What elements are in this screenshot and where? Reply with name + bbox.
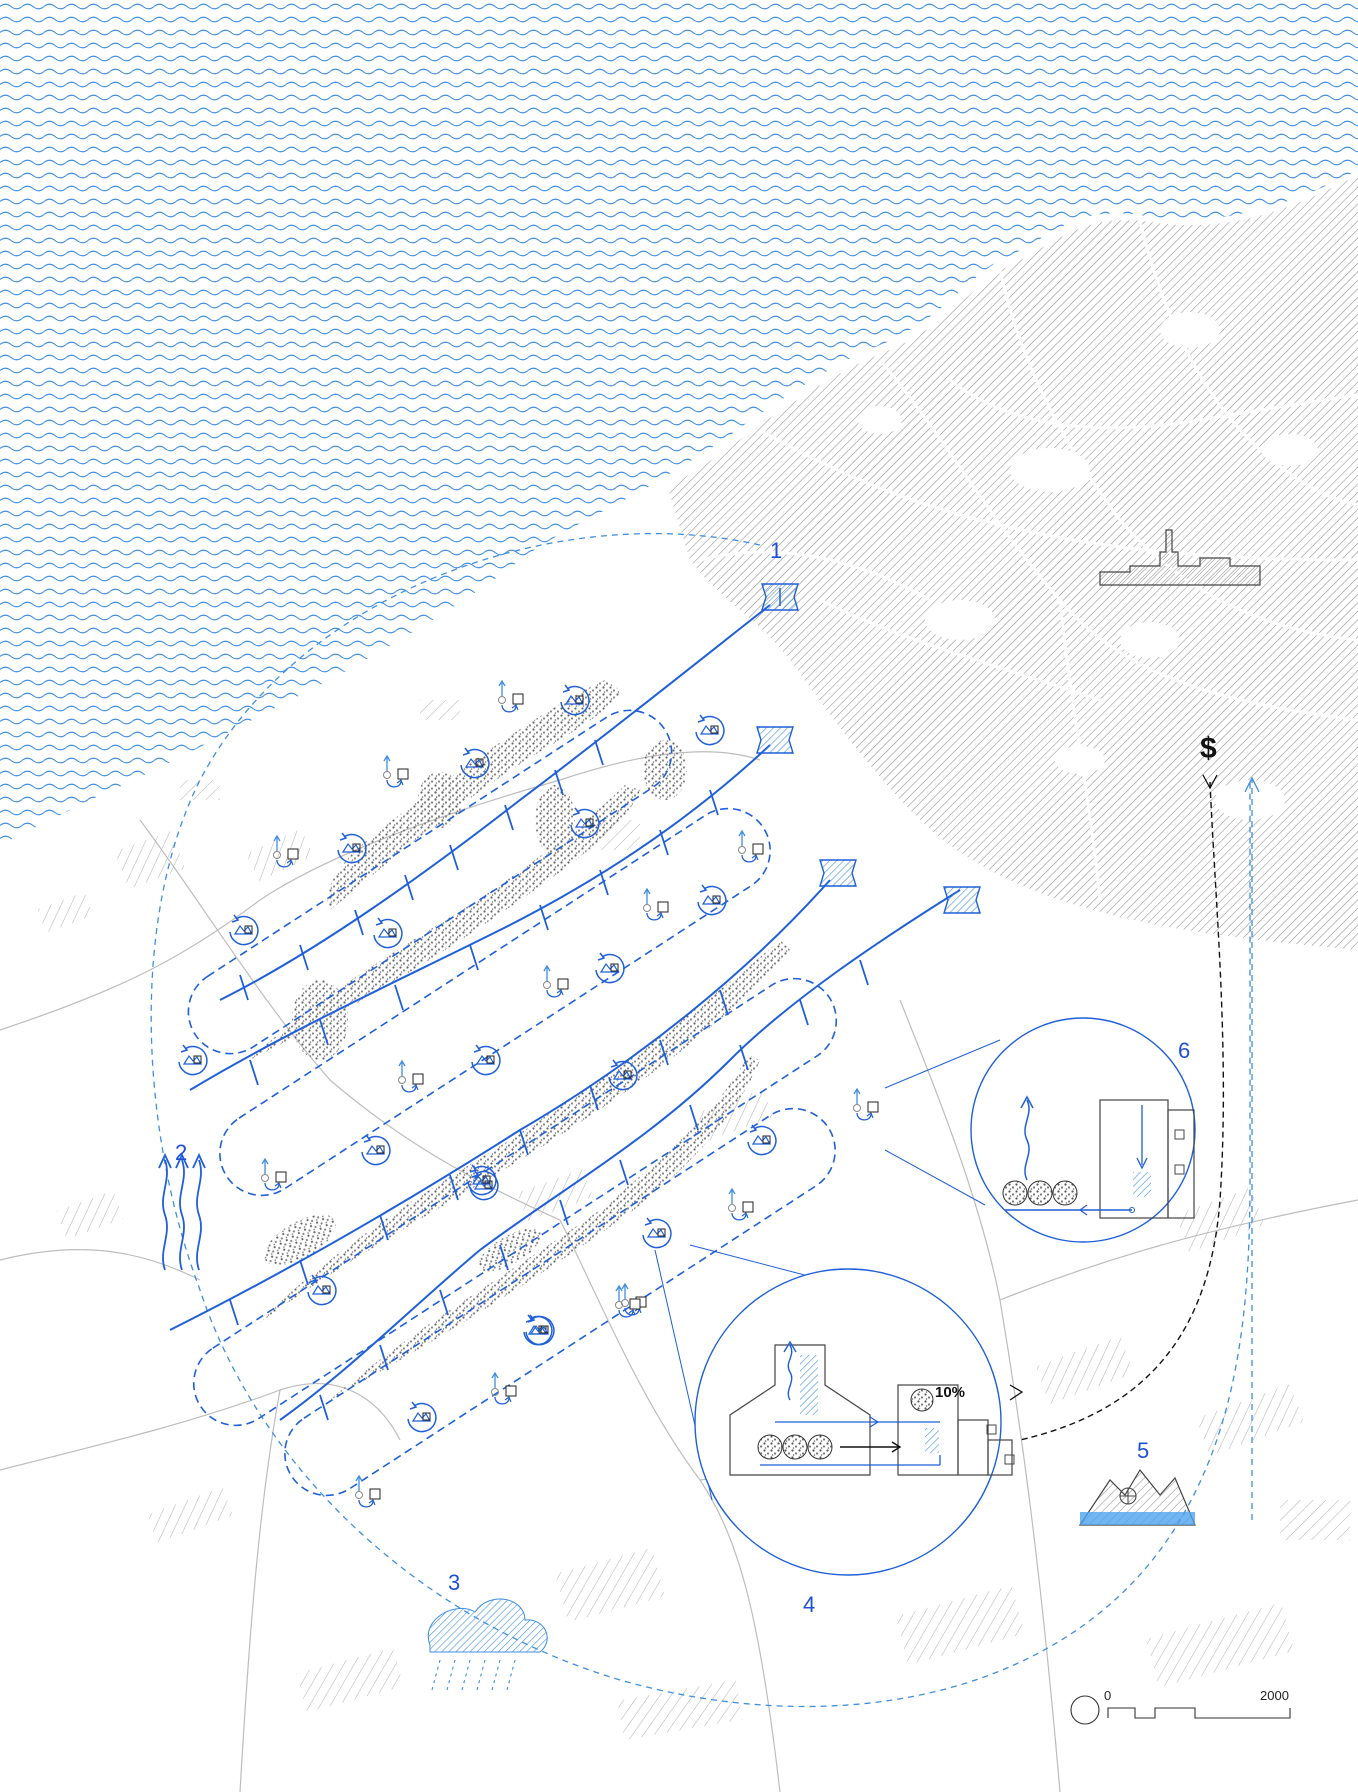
- urban-area: [668, 175, 1358, 950]
- percent-label: 10%: [935, 1384, 965, 1401]
- recycle-arrow-icon: [178, 684, 777, 1433]
- rural-patches: [37, 700, 1350, 1741]
- recycle-arrow-icon: [337, 832, 367, 864]
- building-icon: [498, 679, 524, 713]
- factory-skyline-icon: [1099, 529, 1261, 586]
- building-icon: [261, 679, 879, 1508]
- detail-callout-4: [654, 1244, 1024, 1576]
- recycle-arrow-icon: [361, 1134, 391, 1166]
- label-6: 6: [1178, 1038, 1190, 1063]
- recycle-arrow-icon: [697, 884, 727, 916]
- label-5: 5: [1137, 1438, 1149, 1463]
- sea: [0, 0, 1358, 845]
- building-icon: [261, 1157, 287, 1191]
- label-1: 1: [770, 538, 782, 563]
- building-icon: [738, 829, 764, 863]
- canal-ticks: [229, 739, 869, 1421]
- money-flow: [1019, 774, 1260, 1520]
- recycle-arrow-icon: [407, 1401, 437, 1433]
- building-icon: [383, 754, 409, 788]
- fruit-icon: [1002, 1180, 1078, 1206]
- mountain-icon: [1078, 1468, 1196, 1526]
- recycle-arrow-icon: [525, 1314, 555, 1346]
- evaporation-arrow-icon: [158, 1152, 206, 1271]
- recycle-arrow-icon: [178, 1044, 208, 1076]
- scale-end-label: 2000: [1260, 1688, 1289, 1703]
- recycle-arrow-icon: [229, 914, 259, 946]
- recycle-arrow-icon: [460, 747, 490, 779]
- recycle-arrow-icon: [560, 684, 590, 716]
- scale-start-label: 0: [1104, 1688, 1111, 1703]
- building-icon: [491, 1371, 517, 1405]
- reservoir-icon: [756, 583, 981, 914]
- fruit-icon: [757, 1388, 934, 1460]
- recycle-arrow-icon: [608, 1059, 638, 1091]
- currency-symbol: $: [1200, 732, 1217, 765]
- recycle-arrow-icon: [471, 1044, 501, 1076]
- building-icon: [643, 887, 669, 921]
- label-4: 4: [803, 1592, 815, 1617]
- building-icon: [543, 964, 569, 998]
- recycle-arrow-icon: [373, 917, 403, 949]
- rain-cloud-icon: [427, 1598, 548, 1691]
- recycle-arrow-icon: [467, 1164, 497, 1196]
- recycle-arrow-icon: [695, 714, 725, 746]
- detail-callout-6: [884, 1017, 1196, 1243]
- planting-zones: [187, 709, 838, 1497]
- building-icon: [853, 1087, 879, 1121]
- label-2: 2: [175, 1140, 187, 1165]
- building-icon: [398, 1059, 424, 1093]
- building-icon: [615, 1284, 641, 1318]
- recycle-arrow-icon: [747, 1124, 777, 1156]
- building-icon: [728, 1187, 754, 1221]
- recycle-arrow-icon: [595, 952, 625, 984]
- recycle-arrow-icon: [570, 807, 600, 839]
- city-open-spaces: [858, 312, 1318, 820]
- recycle-arrow-icon: [307, 1274, 337, 1306]
- building-icon: [273, 834, 299, 868]
- building-icon: [355, 1474, 381, 1508]
- scale-bar: [1070, 1695, 1291, 1725]
- label-3: 3: [448, 1570, 460, 1595]
- recycle-arrow-icon: [642, 1217, 672, 1249]
- forest-strips: [250, 680, 790, 1400]
